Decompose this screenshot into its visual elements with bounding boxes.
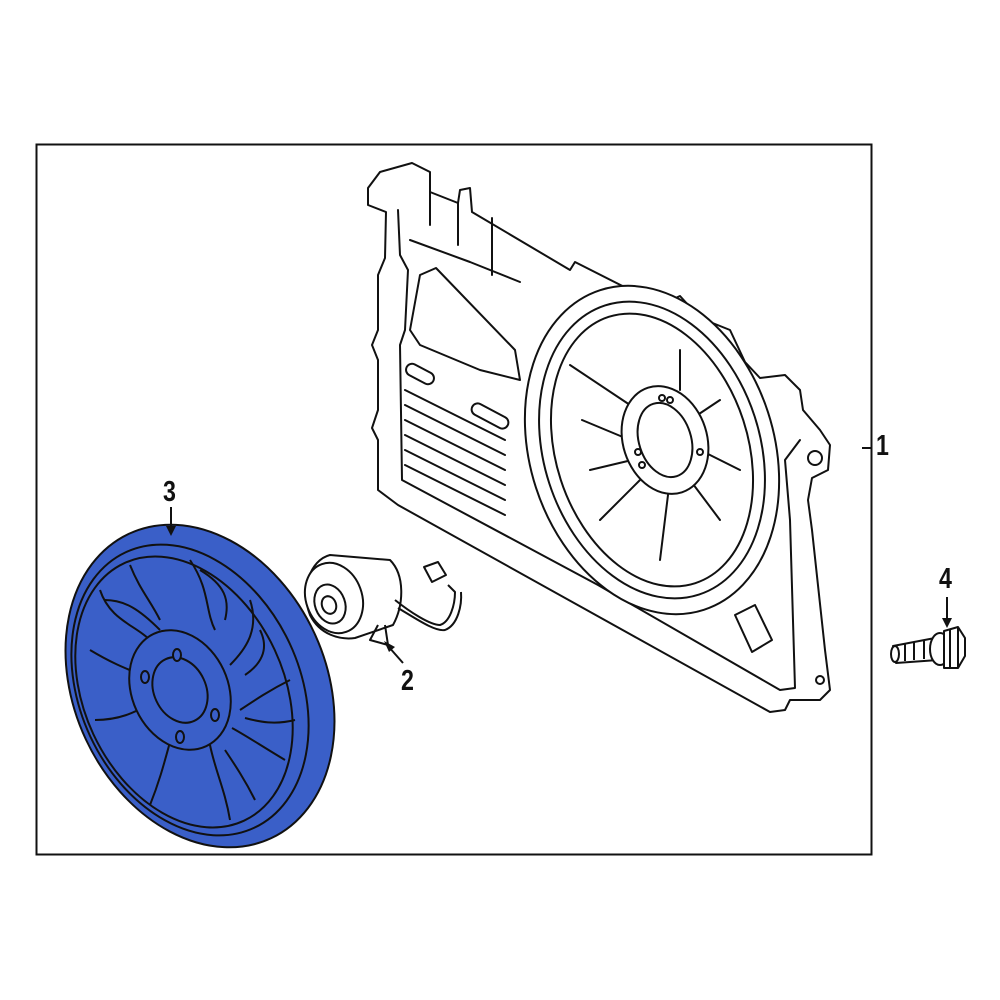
callout-4-label: 4	[939, 563, 952, 595]
fan-motor[interactable]	[295, 554, 463, 646]
callout-2-label: 2	[401, 665, 414, 697]
callout-1-label: 1	[876, 430, 889, 462]
callout-4-leader	[942, 597, 952, 628]
callout-2-leader	[384, 641, 404, 664]
fan-blade[interactable]	[15, 480, 385, 891]
callout-3-leader	[166, 507, 176, 536]
fan-shroud[interactable]	[367, 162, 831, 713]
callout-3-label: 3	[163, 476, 176, 508]
diagram-frame	[35, 143, 873, 856]
mounting-bolt[interactable]	[890, 626, 966, 669]
